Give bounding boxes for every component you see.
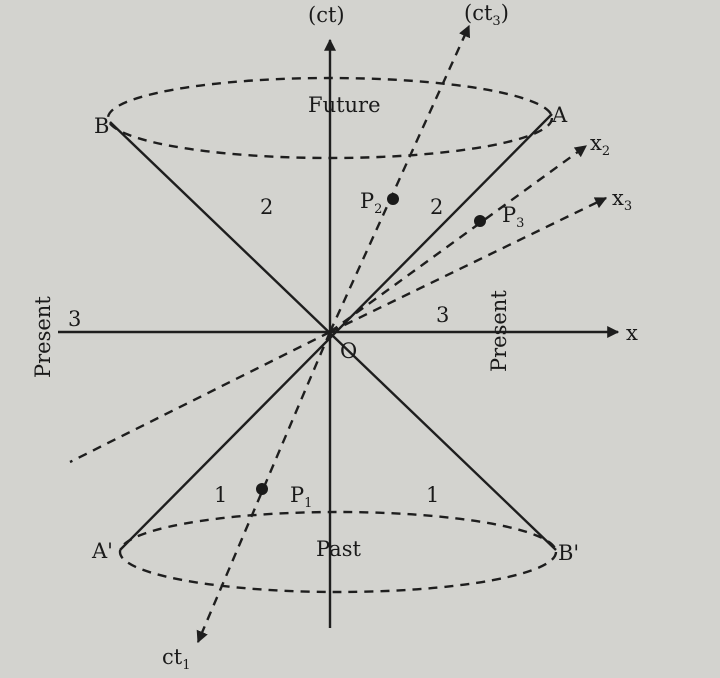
label-b: B: [94, 114, 109, 138]
label-p2: P2: [360, 189, 382, 217]
region-number-past-right: 1: [426, 483, 439, 507]
label-future: Future: [308, 93, 381, 117]
region-number-past-left: 1: [214, 483, 227, 507]
past-cone-rim: [118, 510, 558, 594]
region-number-present-right: 3: [436, 303, 449, 327]
label-p3: P3: [502, 203, 524, 231]
x2-axis: [329, 145, 587, 333]
label-x3: x3: [612, 186, 632, 214]
point-p1-dot: [256, 483, 268, 495]
label-p1: P1: [290, 483, 312, 511]
label-present-left: Present: [31, 296, 55, 378]
region-number-present-left: 3: [68, 307, 81, 331]
label-a: A: [551, 103, 568, 127]
point-p2-dot: [387, 193, 399, 205]
label-ct3: (ct3): [464, 1, 509, 29]
label-x2: x2: [590, 131, 610, 159]
label-a-prime: A': [91, 539, 113, 563]
label-ct1: ct1: [162, 645, 190, 673]
label-b-prime: B': [558, 541, 579, 565]
x-neg-dashed: [69, 330, 331, 464]
x3-axis: [329, 196, 608, 334]
region-number-future-right: 2: [430, 195, 443, 219]
label-origin: O: [340, 339, 357, 363]
ct3-axis: [328, 24, 471, 333]
label-ct: (ct): [308, 3, 345, 27]
label-present-right: Present: [487, 290, 511, 372]
region-number-future-left: 2: [260, 195, 273, 219]
label-past: Past: [316, 537, 361, 561]
point-p3-dot: [474, 215, 486, 227]
label-x: x: [626, 321, 638, 345]
